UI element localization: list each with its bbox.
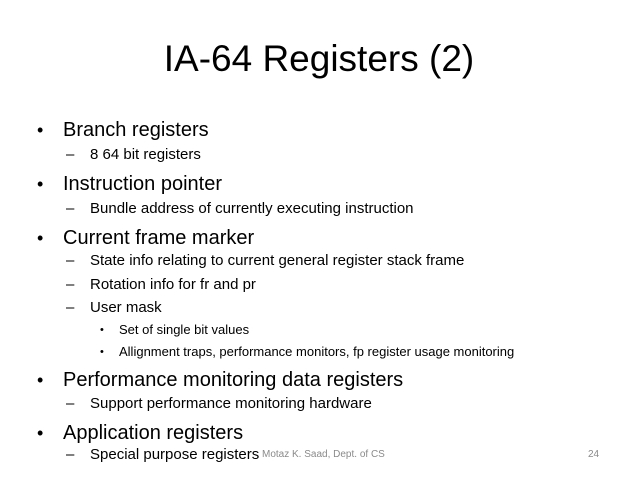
subsubitem-text: Set of single bit values bbox=[119, 322, 250, 337]
bullet-text: Branch registers bbox=[63, 119, 209, 141]
subsubitem-text: Allignment traps, performance monitors, … bbox=[119, 344, 515, 359]
subitem-text: User mask bbox=[90, 299, 162, 316]
bullet-icon: • bbox=[37, 228, 44, 248]
subitem-text: State info relating to current general r… bbox=[90, 252, 465, 269]
dash-icon: – bbox=[66, 200, 75, 217]
dash-icon: – bbox=[66, 252, 75, 269]
bullet-text: Performance monitoring data registers bbox=[63, 369, 404, 391]
subitem-text: Support performance monitoring hardware bbox=[90, 395, 372, 412]
dash-icon: – bbox=[66, 299, 75, 316]
bullet-icon: • bbox=[37, 120, 44, 140]
bullet-icon: • bbox=[100, 346, 104, 358]
dash-icon: – bbox=[66, 395, 75, 412]
subitem-text: Rotation info for fr and pr bbox=[90, 276, 256, 293]
subitem-text: Bundle address of currently executing in… bbox=[90, 200, 414, 217]
dash-icon: – bbox=[66, 276, 75, 293]
page-number: 24 bbox=[588, 449, 600, 460]
bullet-icon: • bbox=[37, 370, 44, 390]
bullet-text: Current frame marker bbox=[63, 227, 255, 249]
dash-icon: – bbox=[66, 146, 75, 163]
bullet-icon: • bbox=[37, 423, 44, 443]
slide-title: IA-64 Registers (2) bbox=[163, 38, 475, 79]
subitem-text: Special purpose registers bbox=[90, 446, 260, 463]
bullet-text: Application registers bbox=[63, 422, 244, 444]
slide-footer: Motaz K. Saad, Dept. of CS bbox=[262, 449, 385, 460]
bullet-text: Instruction pointer bbox=[63, 173, 222, 195]
bullet-icon: • bbox=[100, 324, 104, 336]
dash-icon: – bbox=[66, 446, 75, 463]
bullet-icon: • bbox=[37, 174, 44, 194]
subitem-text: 8 64 bit registers bbox=[90, 146, 201, 163]
